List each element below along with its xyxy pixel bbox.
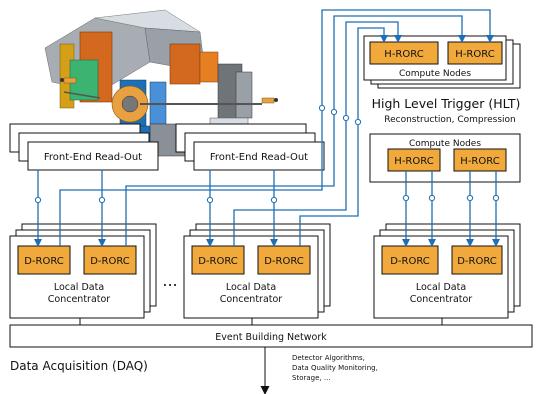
hlt-title: High Level Trigger (HLT) — [372, 96, 521, 111]
hlt-subtitle: Reconstruction, Compression — [384, 115, 515, 125]
d-rorc-3a-label: D-RORC — [390, 256, 430, 267]
h-rorc-top-1 — [369, 41, 439, 65]
d-rorc-2b-label: D-RORC — [264, 256, 304, 267]
h-rorc-top-1-label: H-RORC — [384, 49, 423, 60]
d-rorc-1a-label: D-RORC — [24, 256, 64, 267]
h-rorc-top-2-label: H-RORC — [455, 49, 494, 60]
h-rorc-lower-2 — [453, 148, 507, 172]
person-figure-right — [261, 97, 278, 104]
ldc-1-line1: Local Data — [54, 282, 104, 293]
d-rorc-3b-label: D-RORC — [457, 256, 497, 267]
d-rorc-2a-label: D-RORC — [198, 256, 238, 267]
d-rorc-2b — [257, 245, 311, 275]
network-label: Event Building Network — [215, 332, 327, 343]
local-data-concentrator-3: D-RORC D-RORC Local Data Concentrator — [373, 223, 521, 319]
d-rorc-2a — [191, 245, 245, 275]
ldc-1-line2: Concentrator — [48, 294, 111, 305]
detector-illustration — [44, 9, 278, 157]
front-end-label-left: Front-End Read-Out — [44, 152, 142, 163]
ldc-3-line1: Local Data — [416, 282, 466, 293]
d-rorc-3b — [451, 245, 503, 275]
h-rorc-lower-1-label: H-RORC — [394, 156, 433, 167]
front-end-to-d-rorc-links — [34, 170, 278, 247]
h-rorc-lower-2-label: H-RORC — [460, 156, 499, 167]
front-end-readout-stack-right: Front-End Read-Out — [175, 123, 325, 171]
hlt-compute-nodes-top: H-RORC H-RORC Compute Nodes — [363, 35, 521, 89]
downstream-line3: Storage, ... — [292, 374, 331, 382]
d-rorc-to-hlt-links — [59, 9, 494, 246]
ldc-2-line1: Local Data — [226, 282, 276, 293]
compute-nodes-lower-label: Compute Nodes — [409, 139, 481, 149]
ldc-3-line2: Concentrator — [410, 294, 473, 305]
person-figure-left — [60, 77, 77, 84]
ldc-2-line2: Concentrator — [220, 294, 283, 305]
h-rorc-top-2 — [447, 41, 503, 65]
d-rorc-3a — [381, 245, 439, 275]
event-building-network: Event Building Network — [9, 318, 533, 348]
d-rorc-1b-label: D-RORC — [90, 256, 130, 267]
h-rorc-lower-1 — [387, 148, 441, 172]
hlt-compute-nodes-lower: Compute Nodes H-RORC H-RORC — [369, 133, 521, 183]
local-data-concentrator-1: D-RORC D-RORC Local Data Concentrator — [9, 223, 157, 319]
local-data-concentrator-2: D-RORC D-RORC Local Data Concentrator — [183, 223, 331, 319]
d-rorc-1b — [83, 245, 137, 275]
ellipsis: ... — [162, 271, 177, 290]
downstream-line2: Data Quality Monitoring, — [292, 364, 378, 372]
daq-title: Data Acquisition (DAQ) — [10, 359, 148, 373]
downstream-line1: Detector Algorithms, — [292, 354, 365, 362]
front-end-label-right: Front-End Read-Out — [210, 152, 308, 163]
d-rorc-1a — [17, 245, 71, 275]
h-rorc-to-d-rorc-links — [402, 171, 500, 247]
compute-nodes-top-label: Compute Nodes — [399, 69, 471, 79]
front-end-readout-stack-left: Front-End Read-Out — [9, 123, 159, 171]
